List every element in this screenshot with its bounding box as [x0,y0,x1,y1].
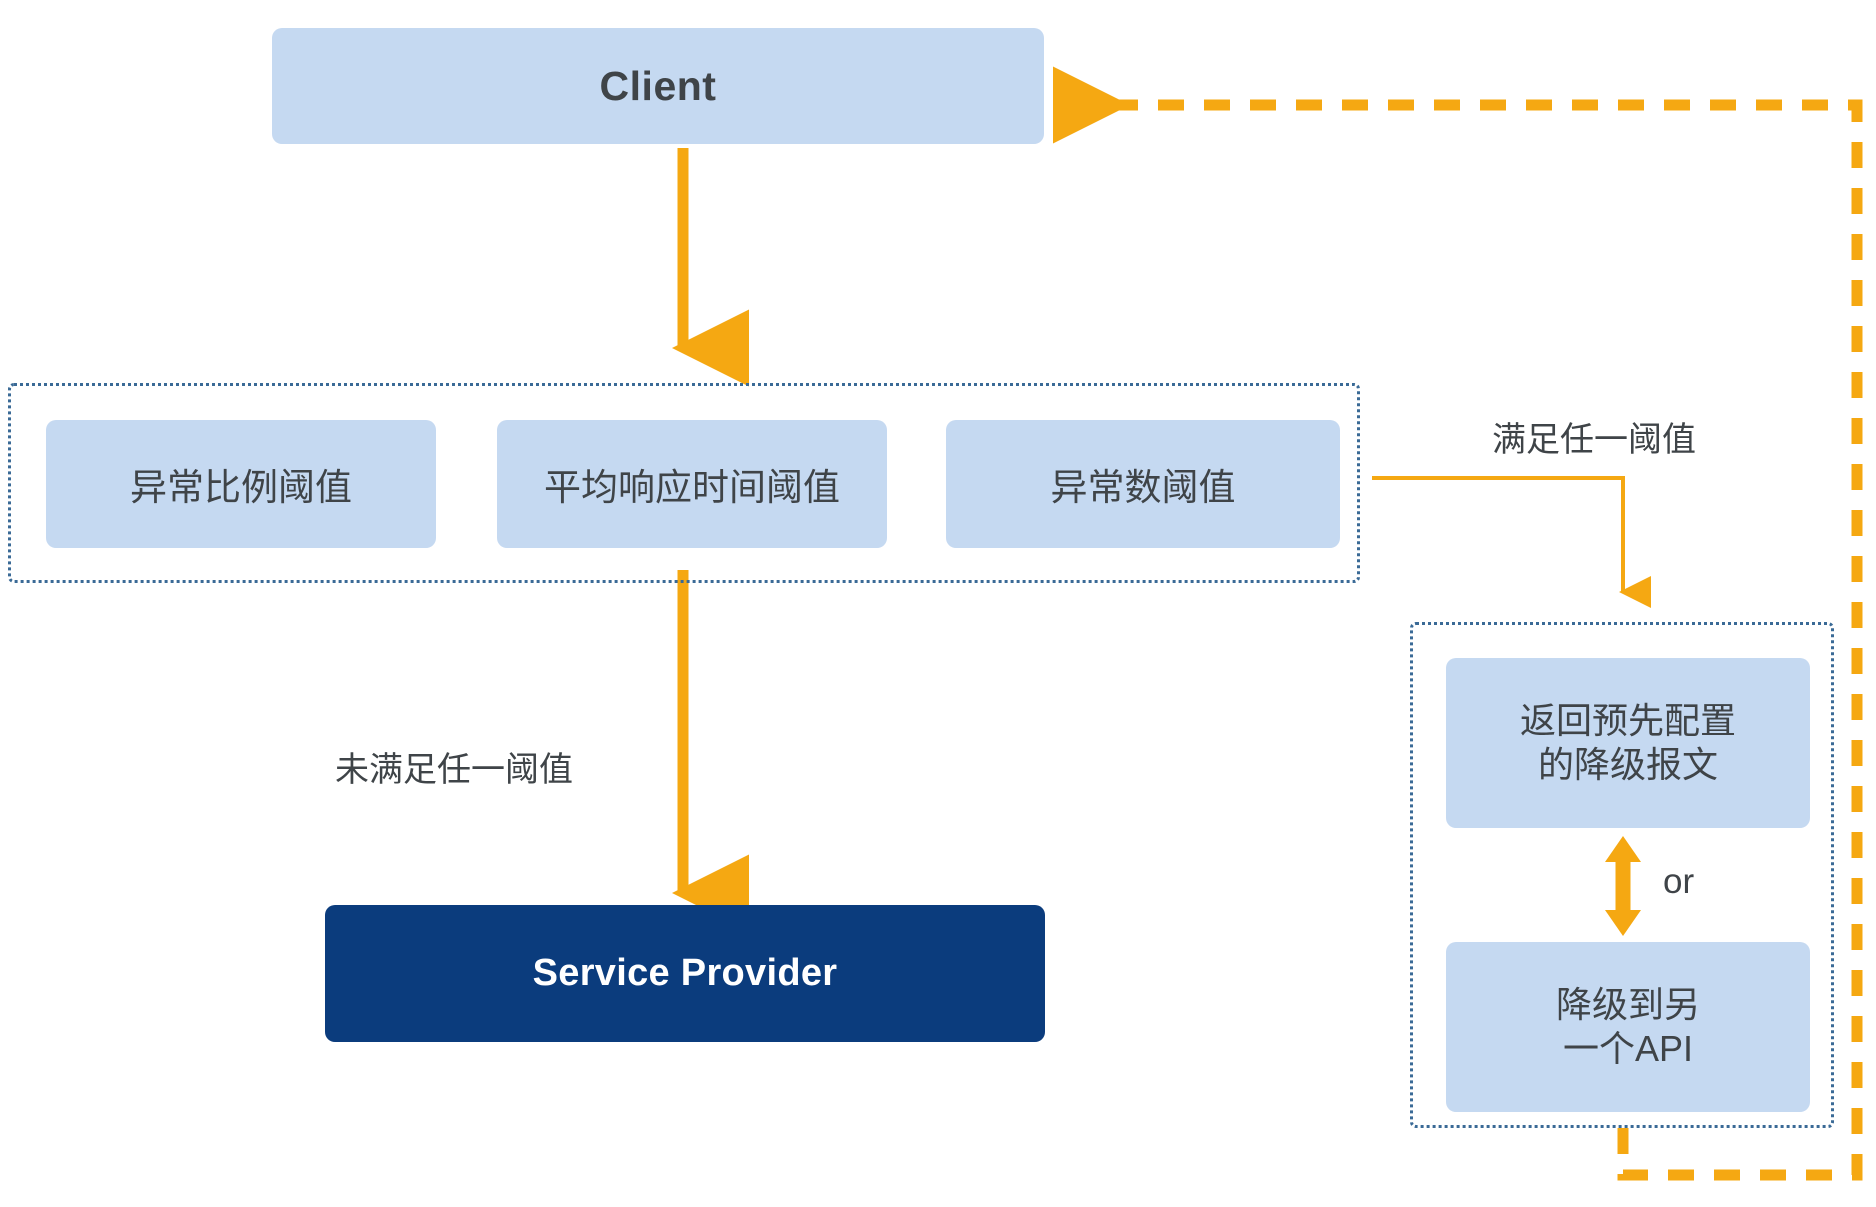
node-degrade-preset-response[interactable]: 返回预先配置 的降级报文 [1446,658,1810,828]
threshold-group-container [8,383,1360,583]
node-degrade-alternate-api[interactable]: 降级到另 一个API [1446,942,1810,1112]
edge-label-threshold-met: 满足任一阈值 [1492,421,1696,459]
node-threshold-error-count[interactable]: 异常数阈值 [946,420,1340,548]
node-client[interactable]: Client [272,28,1044,144]
edge-label-threshold-unmet: 未满足任一阈值 [335,751,573,789]
degrade-group-container [1410,622,1834,1128]
node-threshold-avg-response-time[interactable]: 平均响应时间阈值 [497,420,887,548]
node-threshold-error-ratio[interactable]: 异常比例阈值 [46,420,436,548]
arrow-thresholds-to-degrade [1372,476,1651,608]
node-service-provider[interactable]: Service Provider [325,905,1045,1042]
edge-label-or: or [1663,862,1695,901]
